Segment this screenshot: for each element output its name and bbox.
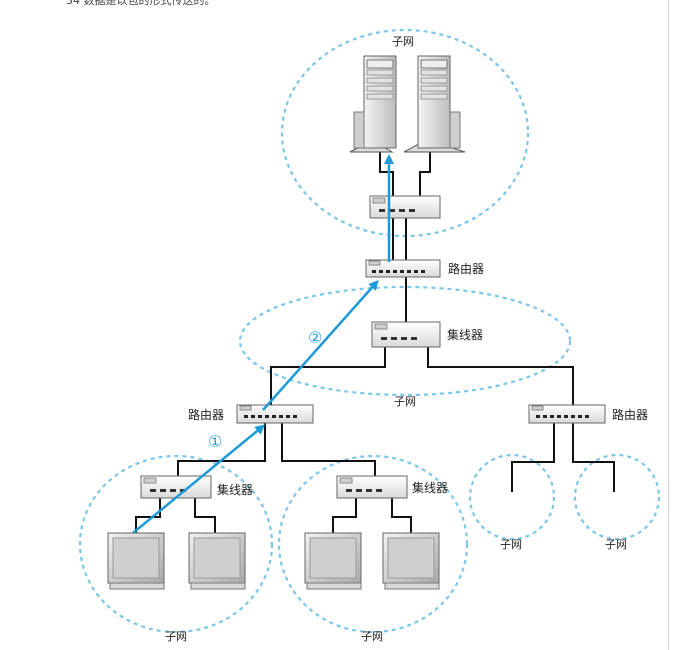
subnet-label-middle: 子网: [394, 395, 416, 408]
packet-path-arrow-1: [132, 424, 266, 534]
router-device-left: [236, 404, 314, 424]
computer-monitor: [188, 532, 246, 590]
subnet-label-small-left: 子网: [500, 538, 522, 551]
hub-device-center: [336, 475, 408, 499]
router-device-top: [365, 259, 441, 278]
computer-monitor: [382, 532, 440, 590]
router-label-left: 路由器: [188, 407, 224, 422]
subnet-left-boundary: [78, 454, 274, 634]
subnet-label-top: 子网: [392, 35, 414, 48]
hub-device-middle: [371, 321, 441, 348]
computer-monitor: [304, 532, 362, 590]
cable: [281, 423, 376, 476]
caption-text: 34 数据是以包的形式传送的。: [66, 0, 216, 7]
cable: [572, 423, 615, 492]
router-device-right: [528, 404, 606, 424]
hub-label-left: 集线器: [217, 482, 253, 497]
computer-monitor: [107, 532, 165, 590]
cable: [391, 497, 412, 533]
cable: [270, 347, 386, 405]
step-marker-2: ②: [308, 328, 322, 347]
subnet-middle-boundary: [238, 285, 572, 397]
packet-path-arrow-2: [262, 280, 379, 411]
router-label-top: 路由器: [448, 261, 484, 276]
cable: [379, 152, 394, 196]
page-border: [668, 0, 669, 650]
cable: [511, 423, 555, 492]
server: [349, 55, 397, 153]
cable: [427, 347, 574, 405]
server: [403, 55, 466, 153]
subnet-center-boundary: [277, 454, 469, 634]
subnet-label-small-right: 子网: [605, 538, 627, 551]
cable: [194, 497, 216, 533]
subnet-small-right-boundary: [573, 453, 661, 541]
subnet-small-left-boundary: [468, 453, 556, 541]
cable: [419, 152, 431, 196]
step-marker-1: ①: [208, 432, 222, 451]
subnet-label-left: 子网: [165, 630, 187, 643]
hub-label-center: 集线器: [412, 480, 448, 495]
subnet-label-center: 子网: [361, 630, 383, 643]
hub-device-top: [369, 195, 441, 219]
hub-label-middle: 集线器: [447, 327, 483, 342]
cable: [332, 497, 357, 533]
router-label-right: 路由器: [612, 407, 648, 422]
cable: [135, 497, 161, 533]
hub-device-left: [140, 475, 212, 499]
